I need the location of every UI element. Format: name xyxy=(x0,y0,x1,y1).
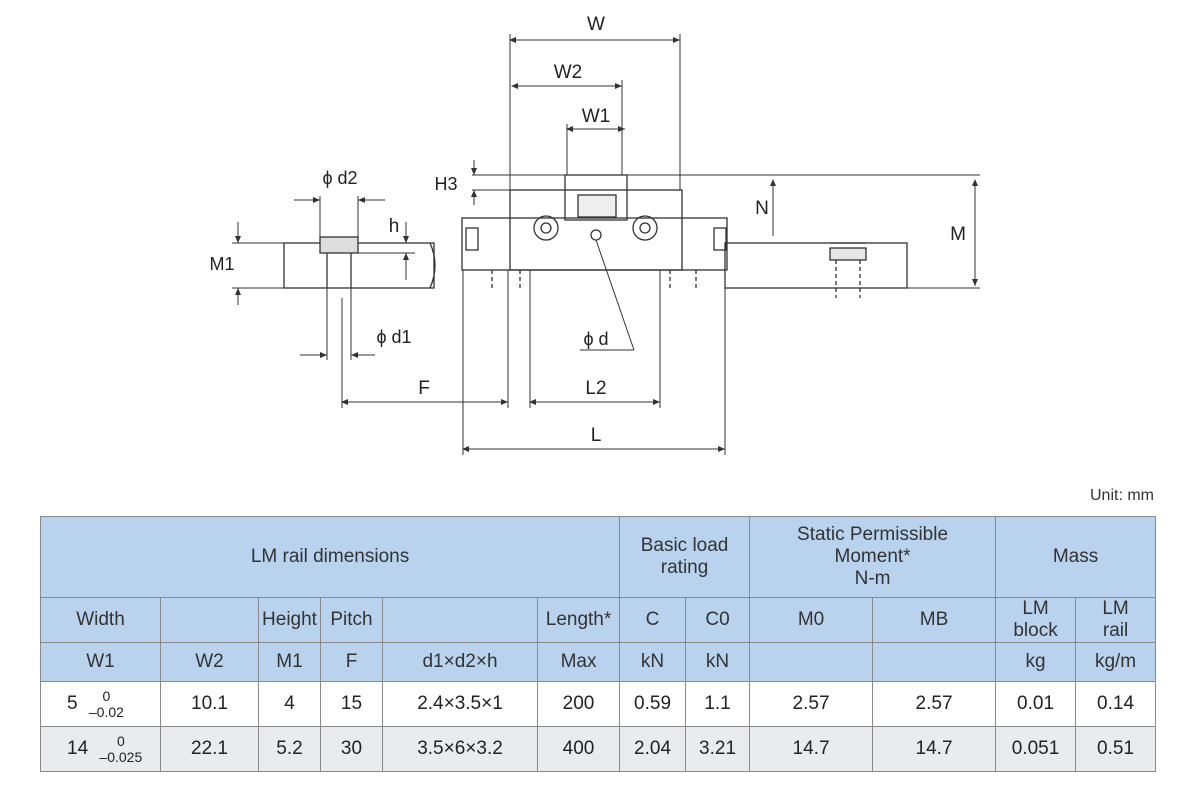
label-h: h xyxy=(389,216,400,237)
header-rail-dimensions: LM rail dimensions xyxy=(39,516,621,598)
moment-line1: Static Permissible xyxy=(797,524,949,545)
cell-max: 200 xyxy=(536,681,621,727)
label-w2: W2 xyxy=(554,62,583,83)
tol-upper: 0 xyxy=(102,688,111,704)
tol-lower: –0.025 xyxy=(99,749,143,765)
cell-rail: 0.14 xyxy=(1075,681,1157,727)
sym-kg: kg xyxy=(995,642,1077,682)
cell-c0: 1.1 xyxy=(685,681,751,727)
cell-w1: 14 0 –0.025 xyxy=(40,726,161,772)
sym-f: F xyxy=(320,642,383,682)
col-pitch: Pitch xyxy=(320,597,383,643)
cell-d1d2h: 3.5×6×3.2 xyxy=(382,726,538,772)
label-h3: H3 xyxy=(434,174,457,194)
cell-block: 0.051 xyxy=(995,726,1077,772)
cell-d1d2h: 2.4×3.5×1 xyxy=(382,681,538,727)
tol-upper: 0 xyxy=(116,733,125,749)
cell-f: 30 xyxy=(320,726,383,772)
label-d: ϕ d xyxy=(583,329,608,349)
cell-c0: 3.21 xyxy=(685,726,751,772)
cell-m1: 5.2 xyxy=(258,726,321,772)
load-rating-line1: Basic load xyxy=(640,535,729,556)
cell-mb: 14.7 xyxy=(872,726,997,772)
table-row: 14 0 –0.025 22.1 5.2 30 3.5×6×3.2 400 2.… xyxy=(40,726,1157,772)
sym-mb-blank xyxy=(872,642,997,682)
label-l2: L2 xyxy=(585,378,606,399)
col-c0: C0 xyxy=(685,597,751,643)
cell-w1: 5 0 –0.02 xyxy=(40,681,161,727)
header-basic-load-rating: Basic load rating xyxy=(619,516,751,598)
col-length: Length* xyxy=(536,597,621,643)
spec-table: LM rail dimensions Basic load rating Sta… xyxy=(39,516,1157,772)
cell-c: 2.04 xyxy=(619,726,687,772)
lm-block-line2: block xyxy=(1013,620,1058,641)
cell-m0: 2.57 xyxy=(749,681,874,727)
w1-tolerance: 0 –0.02 xyxy=(89,688,124,720)
cell-block: 0.01 xyxy=(995,681,1077,727)
sym-m0-blank xyxy=(749,642,874,682)
cell-rail: 0.51 xyxy=(1075,726,1157,772)
sym-d1d2h: d1×d2×h xyxy=(382,642,538,682)
label-n: N xyxy=(755,198,769,219)
label-l: L xyxy=(591,425,602,446)
rail-right-section xyxy=(724,242,908,298)
rail-left-section xyxy=(283,236,436,289)
cell-f: 15 xyxy=(320,681,383,727)
cell-max: 400 xyxy=(536,726,621,772)
label-f: F xyxy=(418,378,430,399)
sym-w1: W1 xyxy=(40,642,161,682)
cell-m1: 4 xyxy=(258,681,321,727)
dimension-lines xyxy=(232,34,980,455)
label-m: M xyxy=(950,224,966,245)
cell-c: 0.59 xyxy=(619,681,687,727)
label-d2: ϕ d2 xyxy=(322,168,357,188)
header-static-moment: Static Permissible Moment* N-m xyxy=(749,516,997,598)
sym-w2: W2 xyxy=(160,642,259,682)
col-d-blank xyxy=(382,597,538,643)
col-width: Width xyxy=(40,597,161,643)
w1-value: 5 xyxy=(67,693,78,715)
moment-line2: Moment* xyxy=(834,546,911,567)
sym-kn-c: kN xyxy=(619,642,687,682)
col-w2-blank xyxy=(160,597,259,643)
w1-tolerance: 0 –0.025 xyxy=(99,733,142,765)
header-mass: Mass xyxy=(995,516,1157,598)
tol-lower: –0.02 xyxy=(88,704,124,720)
lm-rail-line1: LM xyxy=(1102,598,1129,619)
moment-line3: N-m xyxy=(854,568,891,589)
table-row: 5 0 –0.02 10.1 4 15 2.4×3.5×1 200 0.59 1… xyxy=(40,681,1157,727)
unit-note: Unit: mm xyxy=(1090,487,1154,504)
col-m0: M0 xyxy=(749,597,874,643)
sym-kn-c0: kN xyxy=(685,642,751,682)
label-m1: M1 xyxy=(209,254,234,274)
sym-m1: M1 xyxy=(258,642,321,682)
cell-w2: 10.1 xyxy=(160,681,259,727)
sym-kgm: kg/m xyxy=(1075,642,1157,682)
cell-m0: 14.7 xyxy=(749,726,874,772)
col-height: Height xyxy=(258,597,321,643)
col-c: C xyxy=(619,597,687,643)
lm-block xyxy=(461,174,728,290)
lm-guide-drawing: W W2 W1 H3 N M M1 h ϕ d2 ϕ d1 ϕ d F L2 L xyxy=(209,14,980,455)
w1-value: 14 xyxy=(67,738,89,760)
lm-block-line1: LM xyxy=(1022,598,1049,619)
col-lm-block: LM block xyxy=(995,597,1077,643)
col-mb: MB xyxy=(872,597,997,643)
load-rating-line2: rating xyxy=(660,557,709,578)
col-lm-rail: LM rail xyxy=(1075,597,1157,643)
lm-rail-line2: rail xyxy=(1102,620,1129,641)
sym-max: Max xyxy=(536,642,621,682)
label-w1: W1 xyxy=(582,106,611,127)
cell-w2: 22.1 xyxy=(160,726,259,772)
cell-mb: 2.57 xyxy=(872,681,997,727)
label-w: W xyxy=(587,14,605,35)
label-d1: ϕ d1 xyxy=(376,327,411,347)
